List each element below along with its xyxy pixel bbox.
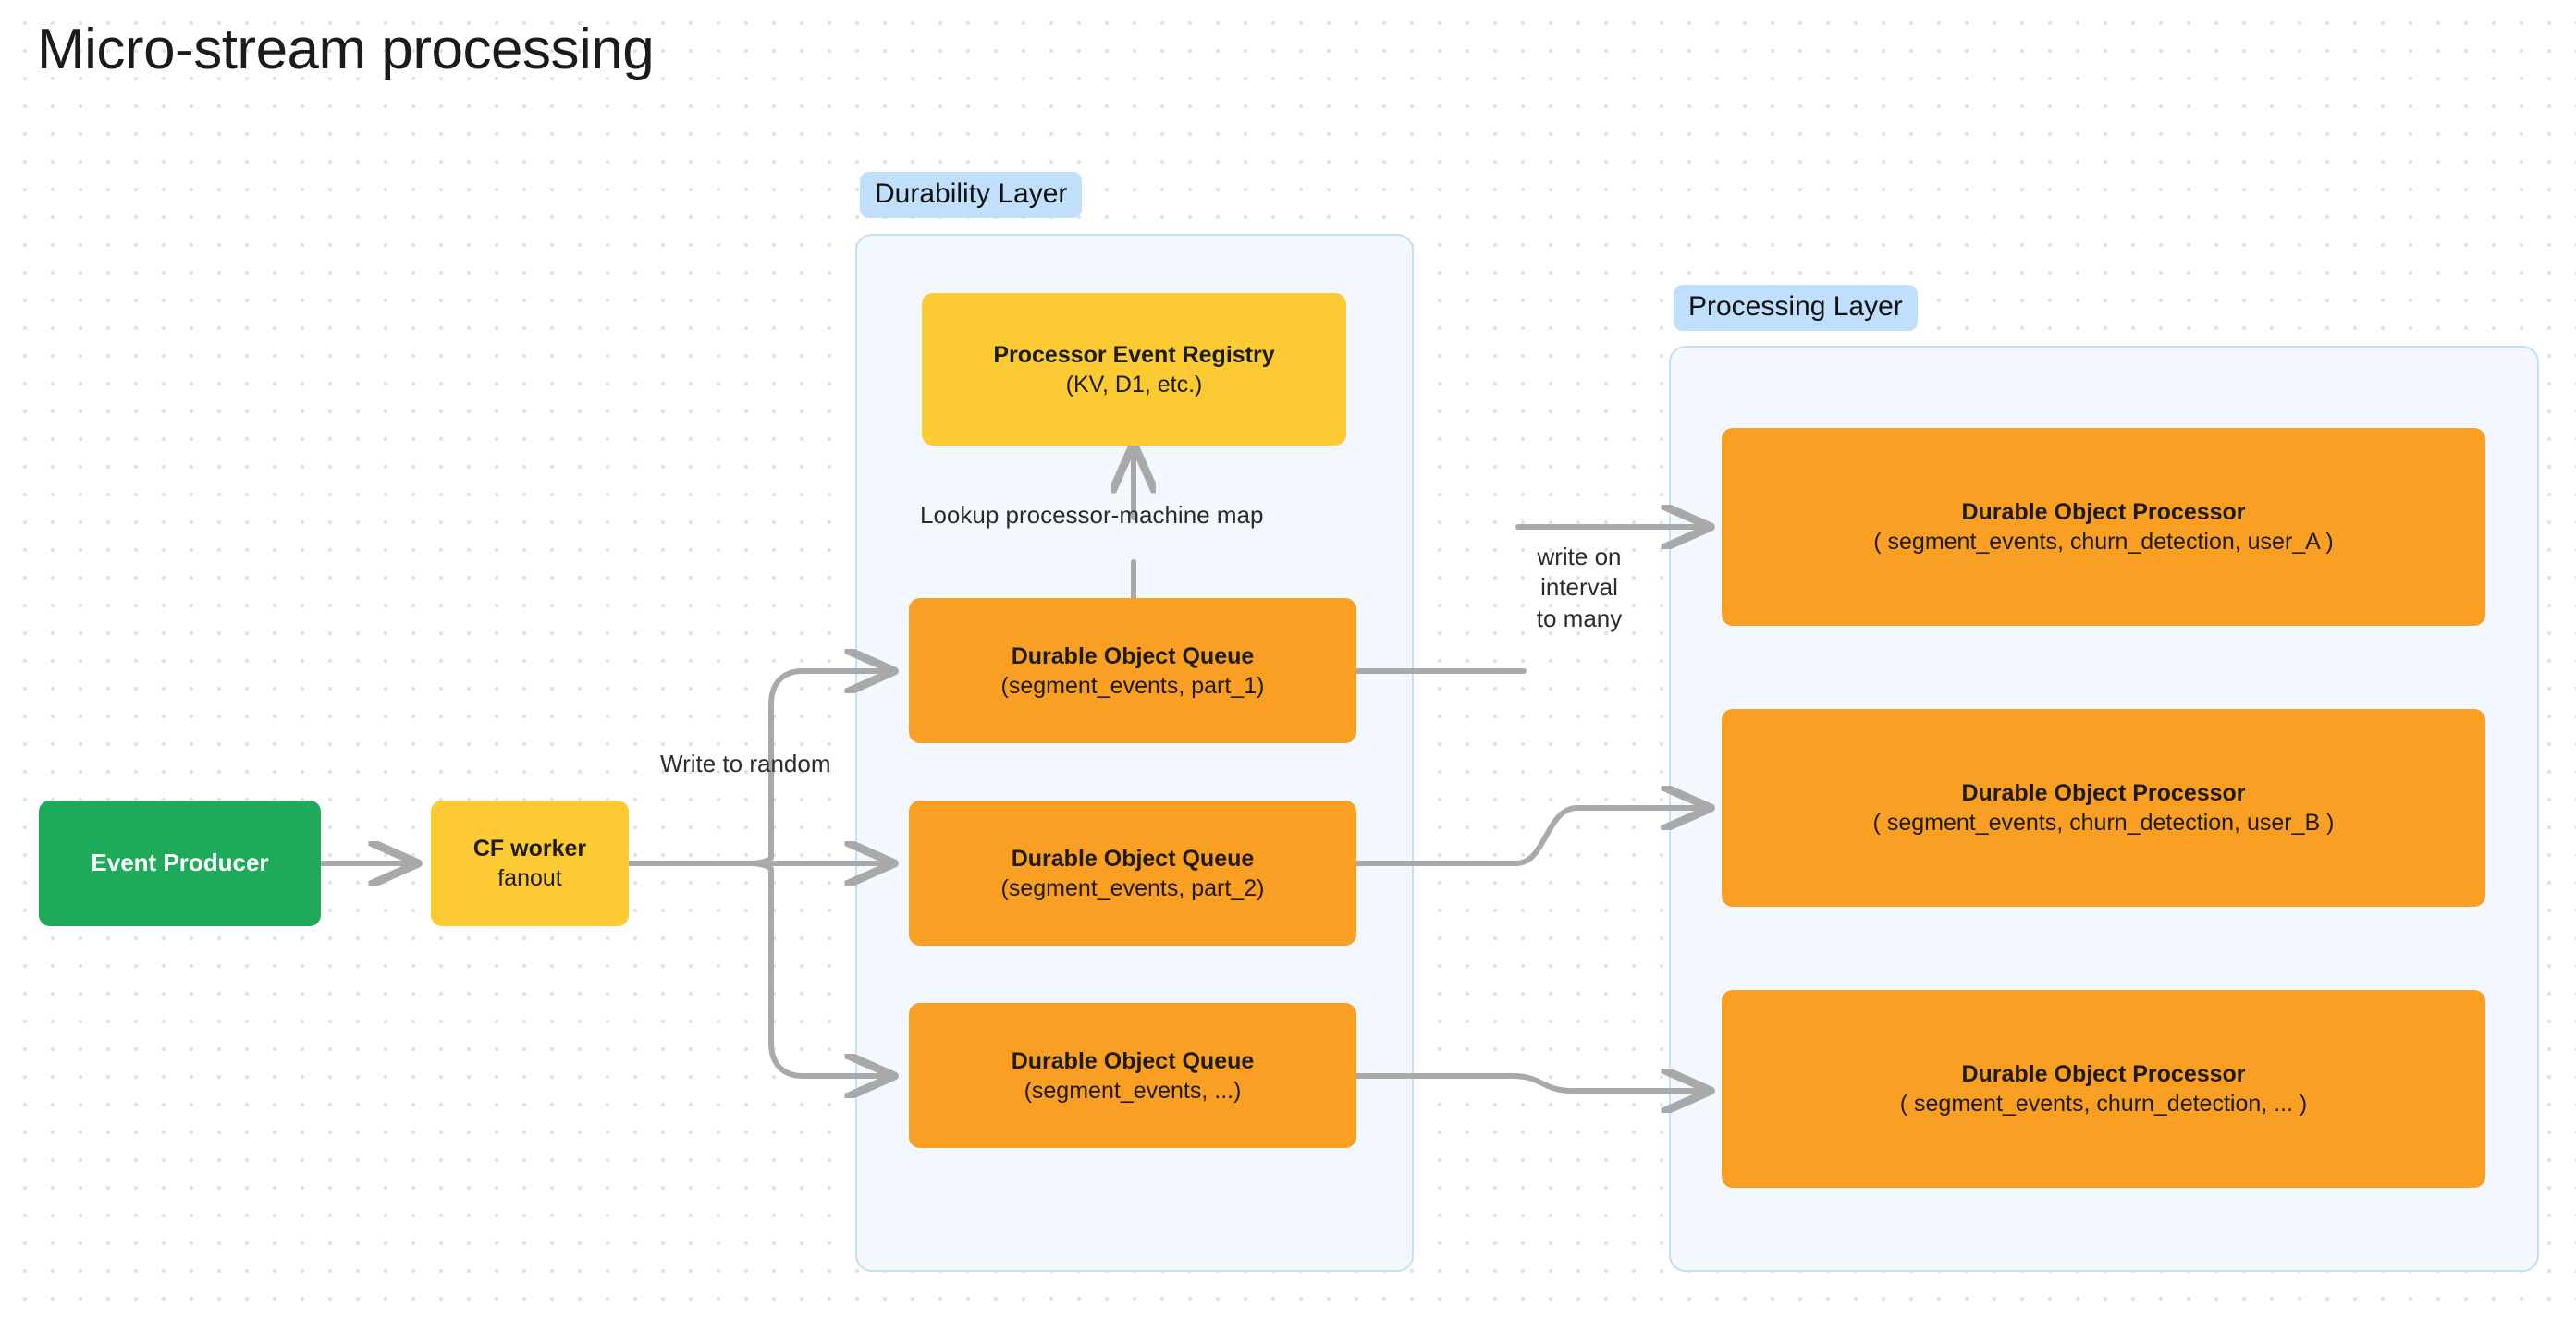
node-cf-worker[interactable]: CF worker fanout (431, 801, 629, 926)
group-badge-durability: Durability Layer (860, 172, 1083, 218)
node-processor-event-registry[interactable]: Processor Event Registry (KV, D1, etc.) (922, 293, 1346, 446)
node-queue-1-subtitle: (segment_events, part_1) (1000, 672, 1265, 699)
node-processor-a-title: Durable Object Processor (1961, 499, 2246, 525)
edge-label-write-on-interval-line3: to many (1536, 604, 1623, 632)
node-durable-object-queue-1[interactable]: Durable Object Queue (segment_events, pa… (909, 598, 1356, 743)
node-queue-3-title: Durable Object Queue (1011, 1047, 1255, 1074)
edge-label-write-on-interval: write on interval to many (1487, 542, 1672, 634)
edge-label-write-on-interval-line1: write on (1537, 543, 1622, 570)
node-event-producer-title: Event Producer (91, 849, 269, 877)
node-registry-subtitle: (KV, D1, etc.) (1065, 371, 1203, 397)
node-cf-worker-title: CF worker (472, 836, 587, 862)
edge-label-write-to-random: Write to random (660, 750, 831, 777)
node-processor-c-subtitle: ( segment_events, churn_detection, ... ) (1899, 1091, 2308, 1117)
node-processor-a-subtitle: ( segment_events, churn_detection, user_… (1873, 529, 2334, 555)
node-registry-title: Processor Event Registry (993, 341, 1275, 368)
node-queue-3-subtitle: (segment_events, ...) (1024, 1077, 1242, 1104)
edge-label-lookup-map: Lookup processor-machine map (920, 501, 1264, 529)
node-queue-2-subtitle: (segment_events, part_2) (1000, 874, 1265, 901)
node-durable-object-processor-c[interactable]: Durable Object Processor ( segment_event… (1722, 990, 2485, 1188)
node-processor-b-subtitle: ( segment_events, churn_detection, user_… (1872, 810, 2335, 836)
group-badge-processing: Processing Layer (1674, 285, 1918, 331)
node-event-producer[interactable]: Event Producer (39, 801, 321, 926)
node-queue-1-title: Durable Object Queue (1011, 642, 1255, 669)
edge-label-write-on-interval-line2: interval (1540, 573, 1618, 602)
node-queue-2-title: Durable Object Queue (1011, 845, 1255, 872)
node-processor-c-title: Durable Object Processor (1961, 1061, 2246, 1087)
page-title: Micro-stream processing (37, 18, 655, 81)
node-cf-worker-subtitle: fanout (497, 865, 562, 891)
node-processor-b-title: Durable Object Processor (1961, 780, 2246, 806)
node-durable-object-processor-b[interactable]: Durable Object Processor ( segment_event… (1722, 709, 2485, 907)
node-durable-object-queue-3[interactable]: Durable Object Queue (segment_events, ..… (909, 1003, 1356, 1148)
node-durable-object-processor-a[interactable]: Durable Object Processor ( segment_event… (1722, 428, 2485, 626)
node-durable-object-queue-2[interactable]: Durable Object Queue (segment_events, pa… (909, 801, 1356, 946)
